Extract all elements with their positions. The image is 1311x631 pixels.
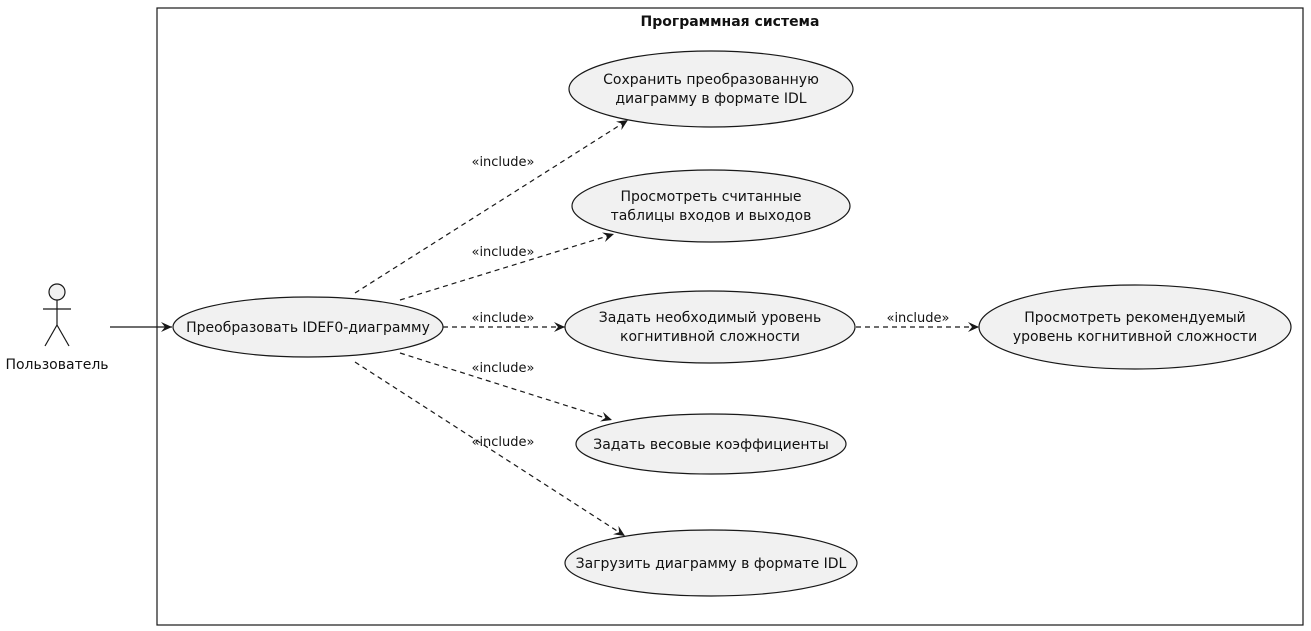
system-boundary: [156, 7, 1304, 626]
use-case-save-label-line2: диаграмму в формате IDL: [615, 91, 806, 107]
actor-name: Пользователь: [5, 357, 108, 373]
use-case-set-level: Задать необходимый уровень когнитивной с…: [564, 290, 856, 364]
include-label-set-level: «include»: [471, 311, 534, 326]
include-label-set-weights: «include»: [471, 361, 534, 376]
include-label-view-tables: «include»: [471, 245, 534, 260]
use-case-save: Сохранить преобразованную диаграмму в фо…: [568, 50, 854, 128]
use-case-view-recommended-label-line2: уровень когнитивной сложности: [1013, 329, 1257, 345]
use-case-view-tables-label-line1: Просмотреть считанные: [620, 189, 801, 205]
use-case-view-tables: Просмотреть считанные таблицы входов и в…: [571, 169, 851, 243]
include-label-view-recommended: «include»: [886, 311, 949, 326]
include-label-save: «include»: [471, 155, 534, 170]
use-case-convert: Преобразовать IDEF0-диаграмму: [172, 296, 444, 358]
include-line-view-tables: [399, 232, 615, 301]
use-case-view-tables-label-line2: таблицы входов и выходов: [611, 208, 812, 224]
use-case-set-level-label-line1: Задать необходимый уровень: [599, 310, 821, 326]
actor-head-icon: [48, 283, 66, 301]
use-case-view-recommended: Просмотреть рекомендуемый уровень когнит…: [978, 284, 1292, 370]
use-case-set-level-label-line2: когнитивной сложности: [620, 329, 800, 345]
use-case-set-weights-label: Задать весовые коэффициенты: [593, 437, 829, 453]
use-case-view-recommended-label-line1: Просмотреть рекомендуемый: [1024, 310, 1245, 326]
actor-user: [43, 283, 71, 347]
use-case-set-weights: Задать весовые коэффициенты: [575, 413, 847, 475]
system-title: Программная система: [641, 14, 820, 30]
use-case-load-label: Загрузить диаграмму в формате IDL: [576, 556, 847, 572]
include-label-load: «include»: [471, 435, 534, 450]
use-case-convert-label: Преобразовать IDEF0-диаграмму: [186, 320, 430, 336]
use-case-load: Загрузить диаграмму в формате IDL: [564, 529, 858, 597]
use-case-save-label-line1: Сохранить преобразованную: [603, 72, 819, 88]
include-line-set-weights: [399, 352, 613, 422]
